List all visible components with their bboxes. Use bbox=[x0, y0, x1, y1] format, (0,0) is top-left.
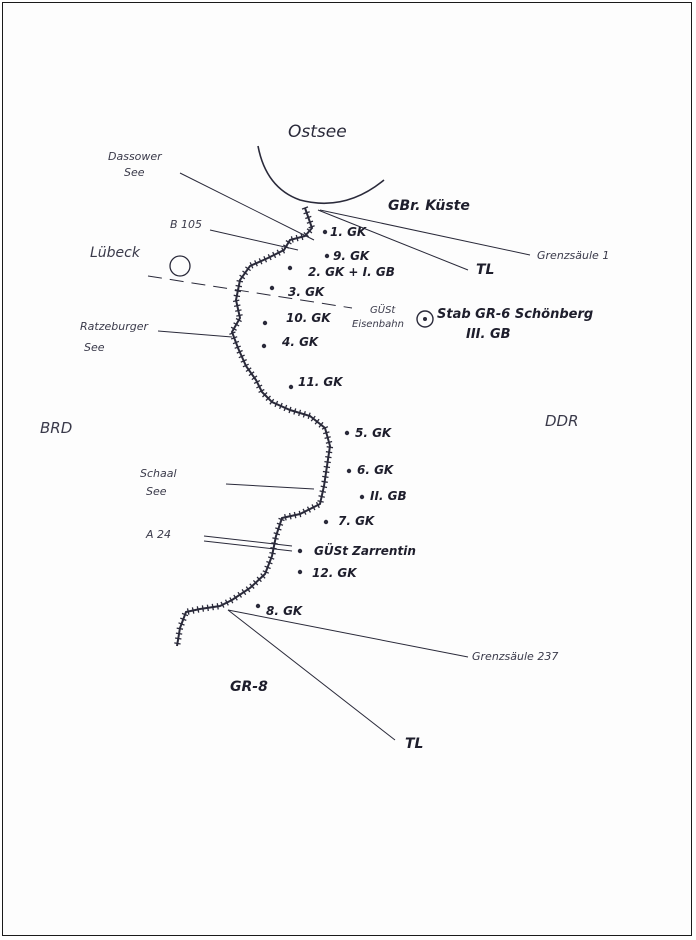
dot-gk10 bbox=[262, 320, 268, 326]
label-schaal-see-2: See bbox=[146, 485, 167, 498]
label-gk4: 4. GK bbox=[281, 335, 320, 349]
label-gk5: 5. GK bbox=[355, 426, 393, 440]
dot-gk3 bbox=[269, 285, 275, 291]
dot-gk1 bbox=[322, 229, 328, 235]
leader-schaal-see bbox=[225, 483, 315, 490]
label-schaal-see-1: Schaal bbox=[140, 467, 177, 480]
dot-gk6 bbox=[346, 468, 352, 474]
stab-marker-dot bbox=[423, 317, 427, 321]
label-tl-south: TL bbox=[405, 736, 423, 752]
leader-grenzsaeule-1 bbox=[319, 209, 531, 256]
label-tl-north: TL bbox=[476, 262, 494, 278]
label-gr8: GR-8 bbox=[230, 679, 268, 695]
leader-b105 bbox=[209, 229, 299, 251]
label-brd: BRD bbox=[40, 419, 72, 437]
dot-gk2 bbox=[287, 265, 293, 271]
label-grenzsaeule-1: Grenzsäule 1 bbox=[537, 249, 609, 262]
leader-lines bbox=[157, 172, 531, 741]
label-guesi-zarrentin: GÜSt Zarrentin bbox=[314, 543, 416, 558]
label-b105: B 105 bbox=[170, 218, 202, 231]
label-dassower-see-1: Dassower bbox=[108, 150, 163, 163]
label-guesi-eisenbahn-1: GÜSt bbox=[370, 303, 396, 316]
dot-gk12 bbox=[297, 569, 303, 575]
label-gk6: 6. GK bbox=[357, 463, 395, 477]
label-gk8: 8. GK bbox=[266, 604, 304, 618]
label-gk7: 7. GK bbox=[338, 514, 376, 528]
dot-gk9 bbox=[324, 253, 330, 259]
label-luebeck: Lübeck bbox=[90, 245, 141, 261]
label-gk11: 11. GK bbox=[298, 375, 344, 389]
leader-tl-south bbox=[227, 609, 396, 741]
a24-autobahn-line bbox=[203, 535, 293, 552]
label-gk2: 2. GK + I. GB bbox=[308, 265, 395, 279]
label-gk3: 3. GK bbox=[288, 285, 326, 299]
label-gb2: II. GB bbox=[370, 489, 407, 503]
label-dassower-see-2: See bbox=[124, 166, 145, 179]
label-grenzsaeule-237: Grenzsäule 237 bbox=[472, 650, 558, 663]
stab-marker-circle bbox=[416, 310, 434, 328]
label-gk1: 1. GK bbox=[330, 225, 368, 239]
leader-ratzeburger-see bbox=[157, 330, 233, 338]
label-ratzeburger-see-2: See bbox=[84, 341, 105, 354]
label-ostsee: Ostsee bbox=[288, 122, 347, 142]
label-gbr-kueste: GBr. Küste bbox=[388, 198, 470, 214]
label-ddr: DDR bbox=[545, 412, 579, 430]
leader-dassower-see bbox=[179, 172, 315, 241]
dot-gk11 bbox=[288, 384, 294, 390]
border-hatch-ticks bbox=[174, 206, 334, 645]
dot-gk5 bbox=[344, 430, 350, 436]
dot-guesi-zarrentin bbox=[297, 548, 303, 554]
company-dots bbox=[255, 229, 365, 609]
railway-line bbox=[147, 275, 353, 309]
dot-gk8 bbox=[255, 603, 261, 609]
dot-gk7 bbox=[323, 519, 329, 525]
dot-gk4 bbox=[261, 343, 267, 349]
luebeck-city-circle bbox=[169, 255, 191, 277]
coastline-arc bbox=[257, 145, 385, 205]
leader-grenzsaeule-237 bbox=[227, 609, 469, 658]
label-gk12: 12. GK bbox=[312, 566, 358, 580]
label-gk9: 9. GK bbox=[333, 249, 371, 263]
label-a24: A 24 bbox=[145, 528, 171, 541]
label-stab-gr6: Stab GR-6 Schönberg bbox=[437, 307, 593, 322]
dot-gb2 bbox=[359, 494, 365, 500]
label-ratzeburger-see-1: Ratzeburger bbox=[80, 320, 149, 333]
label-guesi-eisenbahn-2: Eisenbahn bbox=[352, 319, 404, 330]
label-gb3: III. GB bbox=[466, 327, 511, 342]
label-gk10: 10. GK bbox=[286, 311, 332, 325]
leader-tl-north bbox=[317, 209, 469, 271]
